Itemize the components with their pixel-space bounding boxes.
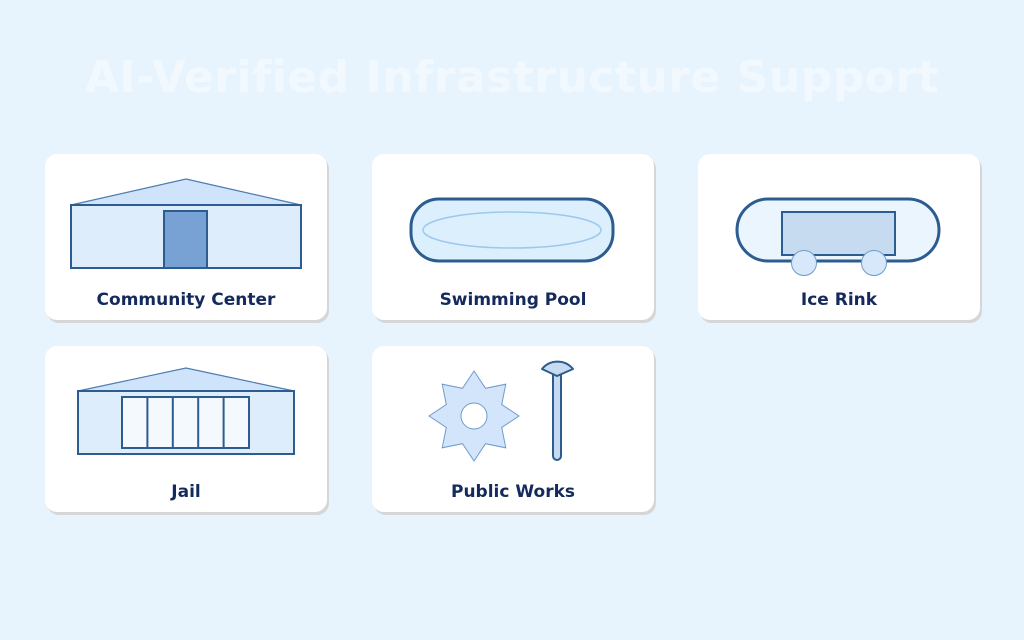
card-public-works[interactable]: Public Works (372, 346, 654, 512)
card-community-center[interactable]: Community Center (45, 154, 327, 320)
jail-icon (77, 367, 295, 455)
ice-rink-icon (735, 197, 941, 276)
card-label: Ice Rink (800, 290, 878, 310)
card-jail[interactable]: Jail (45, 346, 327, 512)
page-title: AI-Verified Infrastructure Support (84, 52, 940, 103)
card-label: Public Works (450, 482, 575, 502)
card-swimming-pool[interactable]: Swimming Pool (372, 154, 654, 320)
card-label: Swimming Pool (439, 290, 587, 310)
swimming-pool-icon (409, 197, 615, 263)
community-center-icon (70, 178, 302, 269)
gear-icon (428, 370, 520, 462)
card-ice-rink[interactable]: Ice Rink (698, 154, 980, 320)
wrench-icon (541, 360, 574, 461)
public-works-icon (428, 360, 574, 462)
card-label: Jail (171, 482, 201, 502)
card-label: Community Center (96, 290, 276, 310)
